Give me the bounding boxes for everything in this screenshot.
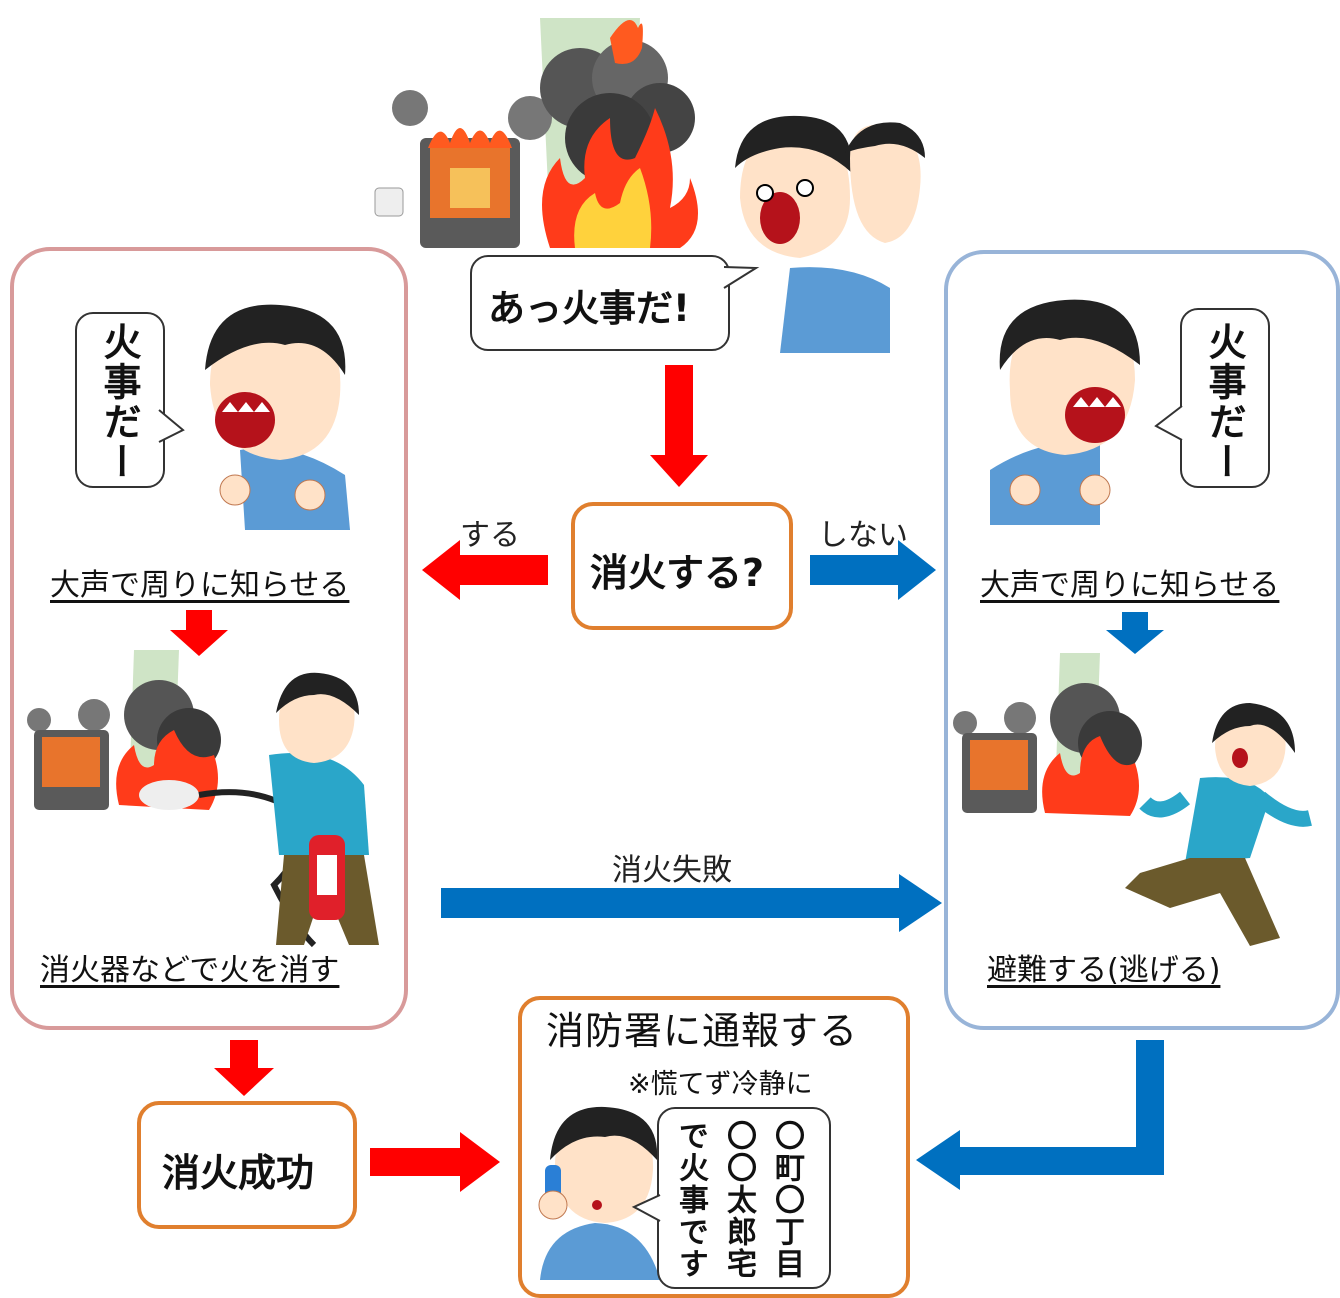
report-speech-tail <box>631 1194 661 1222</box>
evacuate-to-report-arrow <box>916 1040 1164 1190</box>
red-down-arrow-top <box>650 365 708 487</box>
decision-box <box>571 502 793 630</box>
left-speech-tail <box>158 409 185 443</box>
success-box <box>137 1101 357 1229</box>
right-speech-bubble <box>1180 308 1270 488</box>
success-down-arrow <box>214 1040 274 1096</box>
right-step2-label: 避難する(逃げる) <box>987 953 1221 988</box>
shouting-man-icon <box>205 304 350 530</box>
report-speech-line2: 〇〇太郎宅 <box>721 1120 756 1280</box>
right-speech-tail <box>1154 405 1183 441</box>
top-speech-tail <box>723 266 760 289</box>
report-speech-line3: で火事です <box>673 1120 708 1280</box>
left-step2-label: 消火器などで火を消す <box>40 953 340 988</box>
red-left-arrow <box>422 540 548 600</box>
left-speech-bubble <box>75 312 165 488</box>
left-step1-label: 大声で周りに知らせる <box>50 568 350 603</box>
decision-question: 消火する? <box>590 551 765 595</box>
success-label: 消火成功 <box>162 1151 315 1195</box>
right-step1-label: 大声で周りに知らせる <box>980 568 1280 603</box>
left-speech-text: 火事だー <box>97 322 141 482</box>
right-down-arrow-1 <box>1106 612 1164 654</box>
failure-arrow <box>441 874 942 932</box>
report-speech-line1: 〇町〇丁目 <box>769 1120 804 1280</box>
failure-label: 消火失敗 <box>612 853 732 888</box>
top-speech-bubble <box>470 255 730 351</box>
report-speech-bubble <box>657 1107 831 1289</box>
evacuating-illustration <box>953 653 1312 946</box>
left-down-arrow-1 <box>170 610 228 656</box>
extinguishing-illustration <box>27 650 379 948</box>
man-with-extinguisher-icon <box>269 753 369 855</box>
report-title: 消防署に通報する <box>546 1009 859 1053</box>
no-label: しない <box>818 518 908 553</box>
top-speech-text: あっ火事だ! <box>488 287 690 330</box>
phone-caller-icon <box>538 1106 660 1280</box>
fire-icon <box>1042 736 1139 816</box>
right-speech-text: 火事だー <box>1202 322 1246 482</box>
top-fire-illustration <box>374 18 925 353</box>
report-note: ※慌てず冷静に <box>628 1069 813 1100</box>
running-man-icon <box>1185 777 1270 863</box>
shouting-man-icon-right <box>990 299 1140 525</box>
yes-label: する <box>460 518 520 553</box>
success-right-arrow <box>370 1132 500 1192</box>
blue-right-arrow <box>810 540 936 600</box>
